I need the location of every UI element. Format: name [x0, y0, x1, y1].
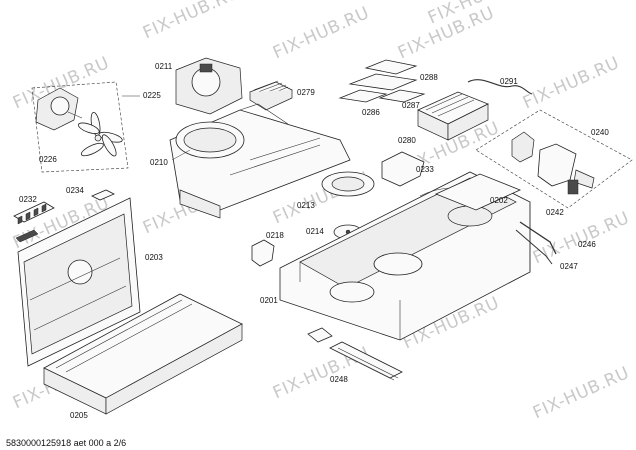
- terminal-block-0232: [13, 201, 55, 243]
- housing-0201-0202: [279, 171, 531, 341]
- part-label: 0248: [330, 375, 348, 384]
- part-label: 0213: [297, 201, 315, 210]
- clip-0234: [91, 189, 115, 201]
- part-label: 0214: [306, 227, 324, 236]
- cable-0247: [515, 229, 553, 265]
- part-label: 0202: [490, 196, 508, 205]
- fan-unit-0211: [175, 57, 243, 115]
- part-label: 0291: [500, 77, 518, 86]
- rear-panel-0203: [17, 197, 141, 367]
- part-label: 0211: [155, 62, 173, 71]
- part-label: 0288: [420, 73, 438, 82]
- part-label: 0232: [19, 195, 37, 204]
- brackets-0286-0288: [338, 59, 426, 103]
- part-label: 0205: [70, 411, 88, 420]
- fan-motor-assembly: [31, 81, 140, 173]
- valve-assembly-0240: [475, 109, 633, 209]
- connector-0233: [381, 151, 425, 187]
- cable-0291: [467, 79, 533, 95]
- bracket-0218: [251, 239, 275, 267]
- part-label: 0280: [398, 136, 416, 145]
- part-label: 0201: [260, 296, 278, 305]
- part-label: 0233: [416, 165, 434, 174]
- part-label: 0203: [145, 253, 163, 262]
- rail-0248: [307, 327, 403, 381]
- heatsink-0279: [249, 80, 293, 111]
- part-label: 0279: [297, 88, 315, 97]
- part-label: 0246: [578, 240, 596, 249]
- part-label: 0218: [266, 231, 284, 240]
- part-label: 0242: [546, 208, 564, 217]
- part-label: 0286: [362, 108, 380, 117]
- part-label: 0225: [143, 91, 161, 100]
- part-label: 0247: [560, 262, 578, 271]
- tray-0205: [43, 293, 243, 415]
- part-label: 0234: [66, 186, 84, 195]
- part-label: 0287: [402, 101, 420, 110]
- control-module-0280: [417, 91, 489, 141]
- frame-0210: [169, 103, 351, 219]
- diagram-footer: 5830000125918 aet 000 a 2/6: [6, 438, 127, 448]
- part-label: 0240: [591, 128, 609, 137]
- cable-0246: [519, 221, 557, 255]
- part-label: 0210: [150, 158, 168, 167]
- part-label: 0226: [39, 155, 57, 164]
